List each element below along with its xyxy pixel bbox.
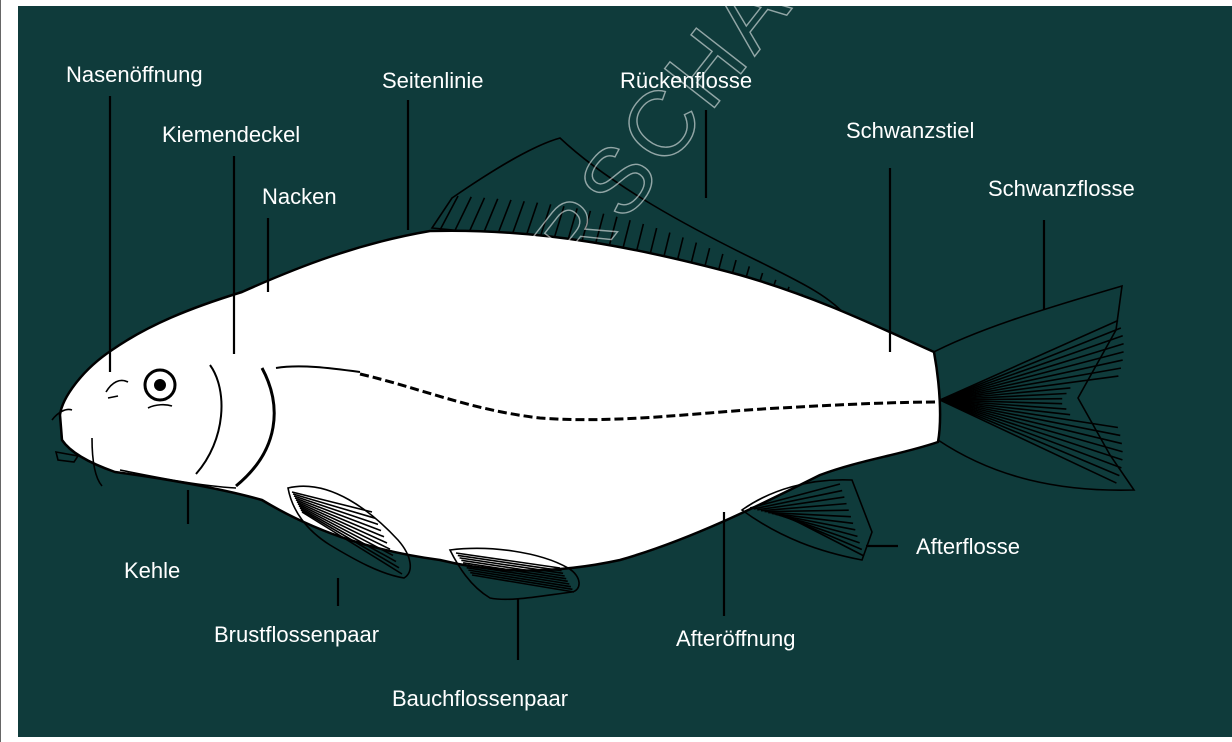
label-kehle: Kehle xyxy=(124,558,180,583)
eye-pupil xyxy=(154,379,166,391)
label-bauchflossenpaar: Bauchflossenpaar xyxy=(392,686,568,711)
label-kiemendeckel: Kiemendeckel xyxy=(162,122,300,147)
label-nasenoeffnung: Nasenöffnung xyxy=(66,62,203,87)
label-nacken: Nacken xyxy=(262,184,337,209)
label-schwanzflosse: Schwanzflosse xyxy=(988,176,1135,201)
frame-edge xyxy=(0,0,1,742)
diagram-panel: Nasenöffnung Kiemendeckel Nacken Seitenl… xyxy=(18,6,1232,737)
label-afteroeffnung: Afteröffnung xyxy=(676,626,795,651)
fish-anatomy-diagram: Nasenöffnung Kiemendeckel Nacken Seitenl… xyxy=(18,6,1232,737)
label-afterflosse: Afterflosse xyxy=(916,534,1020,559)
label-schwanzstiel: Schwanzstiel xyxy=(846,118,974,143)
label-brustflossenpaar: Brustflossenpaar xyxy=(214,622,379,647)
label-seitenlinie: Seitenlinie xyxy=(382,68,484,93)
